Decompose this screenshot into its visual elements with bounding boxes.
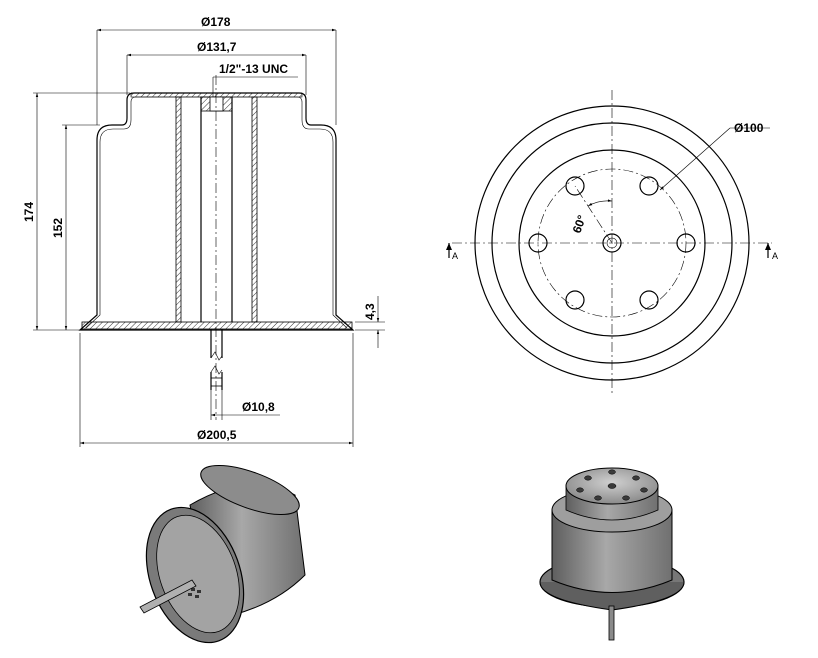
- section-marker-right: A: [765, 243, 778, 261]
- section-marker-left: A: [446, 243, 458, 261]
- hole: [565, 176, 585, 196]
- iso-view-left: [139, 464, 306, 644]
- svg-text:A: A: [452, 251, 458, 261]
- svg-text:1/2"-13 UNC: 1/2"-13 UNC: [219, 62, 288, 76]
- hole: [676, 233, 696, 253]
- piston-body-outline: [78, 92, 355, 331]
- dim-height-total: 174: [22, 92, 130, 331]
- angle-arc: [587, 199, 613, 207]
- base-plate-section: [81, 321, 353, 330]
- dim-base-diameter: Ø200,5: [79, 333, 354, 447]
- svg-text:Ø131,7: Ø131,7: [197, 40, 237, 54]
- hole: [639, 290, 659, 310]
- svg-text:174: 174: [22, 202, 36, 222]
- svg-text:Ø100: Ø100: [734, 121, 764, 135]
- top-view: 60° Ø100 A A: [446, 90, 778, 395]
- left-tube-wall: [175, 96, 182, 323]
- iso-view-right: [539, 467, 685, 641]
- hole: [565, 290, 585, 310]
- svg-text:4,3: 4,3: [363, 303, 377, 320]
- dim-inner-diameter: Ø131,7: [126, 40, 307, 95]
- top-plate-section: [130, 92, 303, 98]
- dim-flange: 4,3: [355, 296, 385, 348]
- right-tube-wall: [251, 96, 258, 323]
- piston-inner-wall: [85, 96, 348, 329]
- svg-text:Ø10,8: Ø10,8: [242, 400, 275, 414]
- svg-text:Ø178: Ø178: [201, 15, 231, 29]
- rod: [210, 329, 223, 390]
- hole: [528, 233, 548, 253]
- dim-top-diameter: Ø178: [96, 15, 337, 125]
- mounting-holes: [528, 176, 696, 310]
- hole: [639, 176, 659, 196]
- dim-bolt-circle: Ø100: [659, 121, 770, 191]
- angle-label: 60°: [570, 213, 589, 235]
- dim-rod-diameter: Ø10,8: [210, 390, 280, 420]
- front-section-view: Ø178 Ø131,7 1/2"-13 UNC 174 152: [22, 15, 385, 447]
- center-hole: [602, 233, 622, 253]
- svg-text:152: 152: [51, 218, 65, 238]
- svg-text:A: A: [772, 251, 778, 261]
- dim-height-body: 152: [51, 124, 100, 330]
- svg-text:Ø200,5: Ø200,5: [197, 428, 237, 442]
